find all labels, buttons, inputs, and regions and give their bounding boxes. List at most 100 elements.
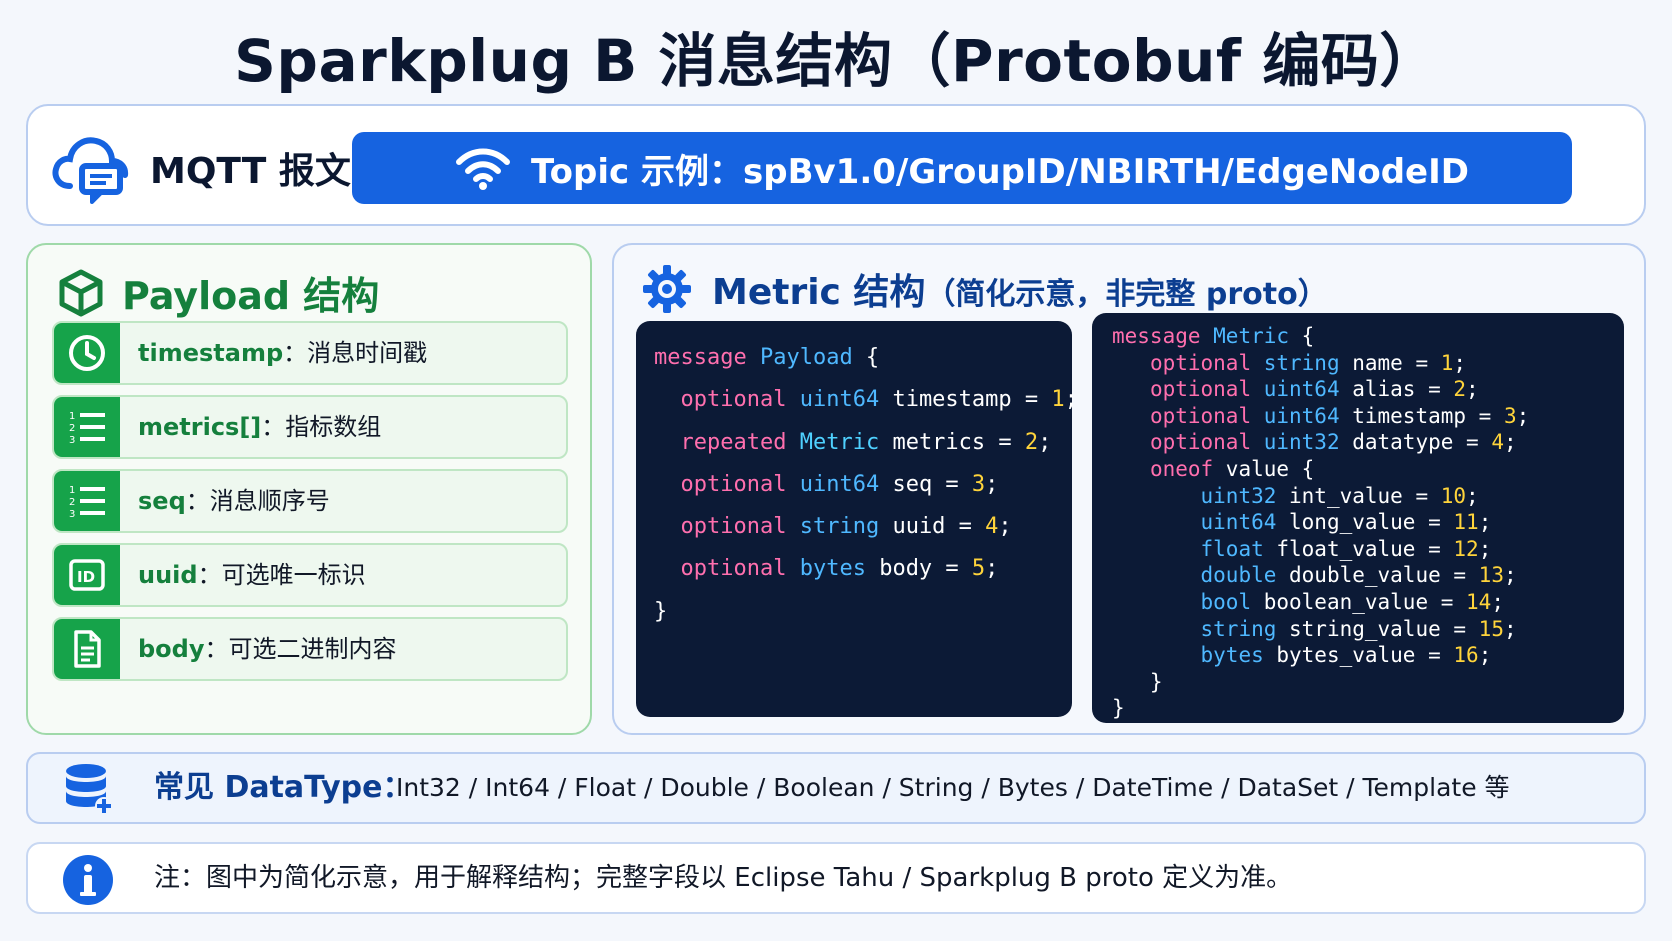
code-token: 12 xyxy=(1453,536,1479,561)
field-desc: ：消息时间戳 xyxy=(283,339,428,367)
code-line: optional uint64 alias = 2; xyxy=(1112,376,1604,403)
code-token xyxy=(1112,590,1201,614)
field-desc: ：可选唯一标识 xyxy=(197,561,366,589)
code-token xyxy=(1112,457,1150,481)
code-token: float xyxy=(1200,536,1264,561)
code-token: bytes xyxy=(799,556,866,582)
code-token xyxy=(1112,351,1150,375)
code-token: { xyxy=(1289,324,1315,348)
code-token: bytes_value = xyxy=(1263,643,1454,668)
code-token: 13 xyxy=(1478,563,1504,588)
gear-icon xyxy=(643,265,691,313)
code-token: 10 xyxy=(1440,483,1467,508)
page-title: Sparkplug B 消息结构（Protobuf 编码） xyxy=(234,27,1438,95)
code-token xyxy=(1112,537,1201,561)
code-token: name = xyxy=(1339,350,1441,375)
code-line: } xyxy=(1112,669,1604,696)
note-text: 注：图中为简化示意，用于解释结构；完整字段以 Eclipse Tahu / Sp… xyxy=(154,863,1293,893)
code-token: repeated xyxy=(680,429,800,455)
code-token: ; xyxy=(1503,563,1517,588)
code-token: } xyxy=(654,598,668,624)
code-token: ; xyxy=(985,471,999,497)
code-token: uint32 xyxy=(1200,483,1277,508)
datatype-bar: 常见 DataType： Int32 / Int64 / Float / Dou… xyxy=(26,752,1646,824)
field-desc: ：消息顺序号 xyxy=(185,487,330,515)
code-token: ; xyxy=(1478,536,1492,561)
payload-proto-code: message Payload { optional uint64 timest… xyxy=(636,321,1078,717)
code-token: optional xyxy=(1149,377,1264,402)
field-key: timestamp xyxy=(138,339,284,367)
code-token: value { xyxy=(1213,456,1315,481)
code-token: optional xyxy=(680,387,800,413)
code-token: 2 xyxy=(1024,429,1039,455)
code-token: long_value = xyxy=(1276,510,1454,535)
code-token xyxy=(1112,430,1150,454)
code-token: ; xyxy=(1516,403,1530,428)
metric-subtitle: （简化示意，非完整 proto） xyxy=(925,277,1328,312)
code-token: ; xyxy=(1491,589,1504,614)
code-line: string string_value = 15; xyxy=(1112,616,1604,643)
wifi-icon xyxy=(456,148,510,190)
cube-icon xyxy=(59,269,103,316)
code-line: optional uint64 seq = 3; xyxy=(654,464,1054,506)
code-line: optional string name = 1; xyxy=(1112,350,1604,377)
code-line: uint32 int_value = 10; xyxy=(1112,483,1604,510)
code-token: seq = xyxy=(879,471,972,497)
code-token xyxy=(654,430,681,455)
datatype-label: 常见 DataType： xyxy=(154,770,413,805)
mqtt-label: MQTT 报文 xyxy=(150,151,351,192)
code-token: 16 xyxy=(1453,643,1479,668)
field-key: metrics[] xyxy=(138,413,262,441)
code-token: 5 xyxy=(971,556,986,582)
topic-prefix: Topic 示例： xyxy=(531,151,744,192)
code-token xyxy=(654,387,681,412)
topic-example-bar: Topic 示例：spBv1.0/GroupID/NBIRTH/EdgeNode… xyxy=(352,132,1572,204)
code-line: repeated Metric metrics = 2; xyxy=(654,422,1054,464)
code-token: bool xyxy=(1200,589,1252,614)
code-token xyxy=(1112,643,1201,667)
code-token xyxy=(654,472,681,497)
code-token: float_value = xyxy=(1263,536,1454,561)
code-token: alias = xyxy=(1339,377,1454,402)
svg-text:2: 2 xyxy=(69,497,75,508)
code-token: uint64 xyxy=(1200,510,1277,535)
code-token: optional xyxy=(1149,350,1264,375)
info-icon xyxy=(63,855,113,905)
payload-field-seq: 1 2 3 seq：消息顺序号 xyxy=(52,469,568,533)
code-token: metrics = xyxy=(879,429,1025,455)
code-line: optional uint64 timestamp = 1; xyxy=(654,379,1078,421)
code-token: double_value = xyxy=(1276,563,1479,588)
code-token: ; xyxy=(1453,350,1467,375)
code-line: message Payload { xyxy=(654,337,1054,379)
code-token: double xyxy=(1200,563,1277,588)
field-key: body xyxy=(138,635,205,663)
code-token: optional xyxy=(1149,403,1264,428)
code-token: 2 xyxy=(1453,377,1467,402)
note-bar: 注：图中为简化示意，用于解释结构；完整字段以 Eclipse Tahu / Sp… xyxy=(26,842,1646,914)
code-token: 1 xyxy=(1051,387,1065,413)
code-token xyxy=(654,514,681,539)
code-token: 4 xyxy=(1491,430,1504,455)
code-token xyxy=(654,556,681,581)
code-line: } xyxy=(1112,695,1604,722)
code-token: 15 xyxy=(1478,616,1504,641)
code-token: string_value = xyxy=(1276,616,1479,641)
code-token: } xyxy=(1112,669,1163,694)
code-token: boolean_value = xyxy=(1251,589,1467,614)
metric-title-main: Metric 结构 xyxy=(712,272,926,313)
field-desc: ：可选二进制内容 xyxy=(204,635,397,663)
code-token: datatype = xyxy=(1339,430,1492,455)
code-token: 1 xyxy=(1440,350,1454,375)
code-token: ; xyxy=(1466,377,1479,402)
payload-field-uuid: ID uuid：可选唯一标识 xyxy=(52,543,568,607)
code-token xyxy=(1112,484,1201,508)
code-token xyxy=(1112,404,1150,428)
code-token: ; xyxy=(1466,483,1479,508)
code-line: optional string uuid = 4; xyxy=(654,506,1054,548)
database-icon xyxy=(66,764,113,815)
code-token: body = xyxy=(865,556,972,582)
code-token xyxy=(1112,510,1201,534)
code-token: int_value = xyxy=(1276,483,1441,508)
id-icon: ID xyxy=(69,559,105,591)
code-token: 3 xyxy=(1503,403,1517,428)
